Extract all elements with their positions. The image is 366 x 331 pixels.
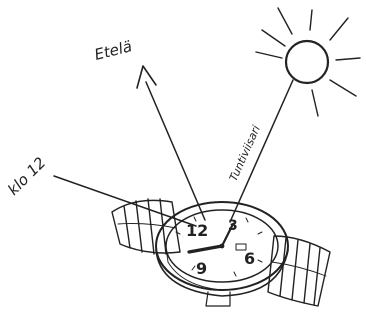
left-bracelet (112, 199, 180, 254)
hour-hand-label: Tuntiviisari (227, 123, 263, 183)
dial-numeral-12: 12 (186, 221, 208, 240)
sun-icon (256, 8, 360, 116)
dial-numeral-6: 6 (244, 249, 255, 268)
south-label: Etelä (93, 37, 134, 64)
dial-numeral-9: 9 (196, 259, 207, 278)
twelve-oclock-label: klo 12 (4, 154, 49, 199)
wristwatch-icon: 12 3 6 9 (112, 199, 330, 306)
south-arrow (137, 66, 205, 220)
